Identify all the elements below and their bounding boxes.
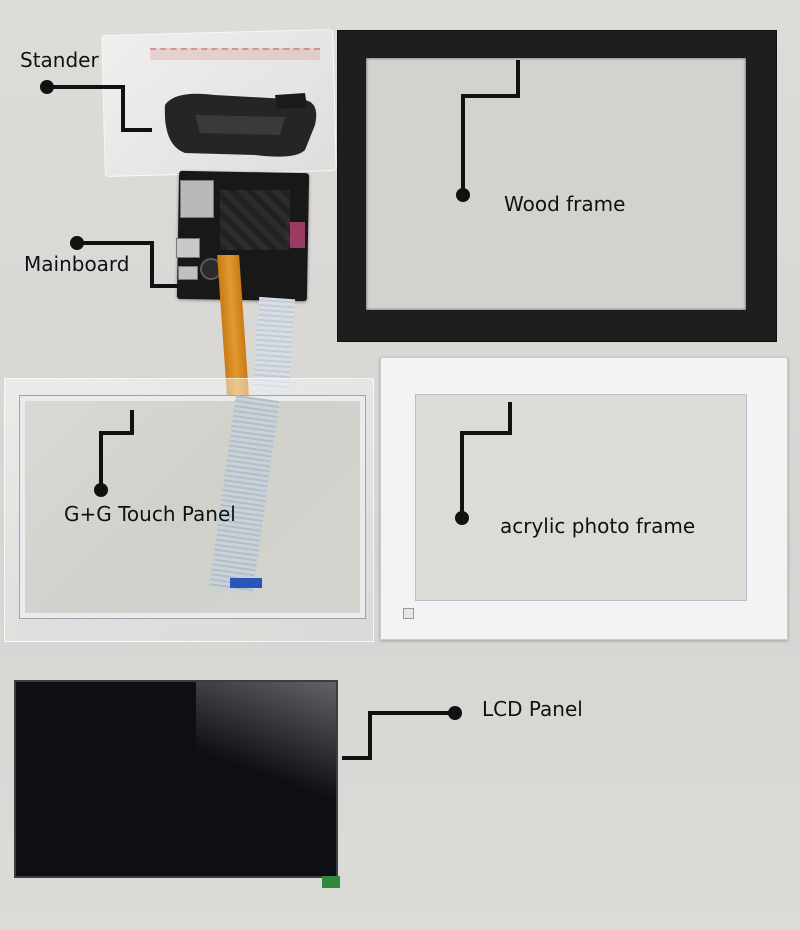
acrylic-frame-opening [415,394,747,601]
stander-callout-dot [40,80,54,94]
usb-port [176,238,200,258]
stander-bag-seal [150,48,320,60]
touch-panel [19,395,366,619]
touch-panel-label: G+G Touch Panel [64,502,236,526]
wood-frame [337,30,777,342]
fpc-connector [230,578,262,588]
acrylic-frame-label: acrylic photo frame [500,514,696,538]
lcd-reflection [196,682,336,802]
wood-frame-callout-dot [456,188,470,202]
acrylic-frame-callout-dot [455,511,469,525]
sd-card-slot [180,180,214,218]
chip [285,222,305,248]
touch-panel-callout-dot [94,483,108,497]
wood-frame-label: Wood frame [504,192,626,216]
acrylic-frame-notch [403,608,414,619]
lcd-panel-label: LCD Panel [482,697,583,721]
acrylic-frame [380,357,788,640]
lcd-panel-callout-dot [448,706,462,720]
stander-label: Stander [20,48,99,72]
pcb-components [220,190,290,250]
hdmi-port [178,266,198,280]
wood-frame-opening [366,58,746,310]
lcd-panel [14,680,338,878]
mainboard-label: Mainboard [24,252,130,276]
stander-image [164,93,317,157]
mainboard-callout-dot [70,236,84,250]
lcd-tab [322,876,340,888]
